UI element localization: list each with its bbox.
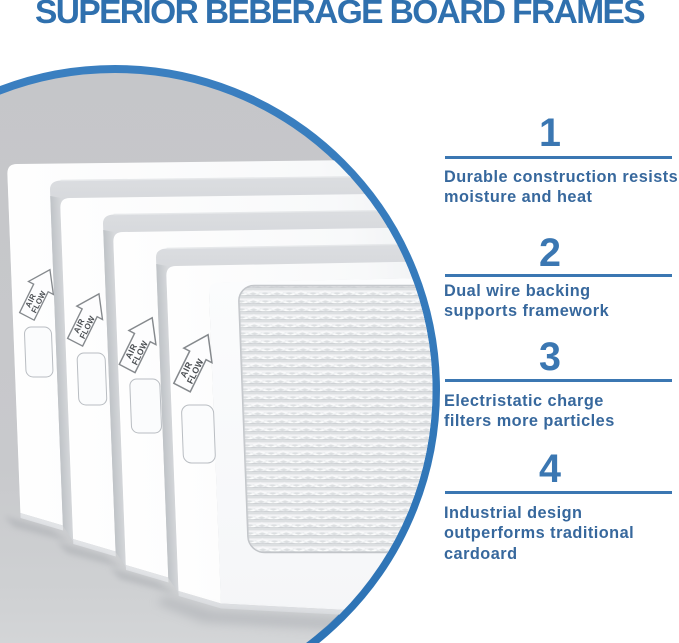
feature-number: 2: [539, 231, 561, 275]
feature-number: 1: [539, 111, 561, 155]
air-flow-arrow-icon: [66, 292, 104, 348]
page-title: SUPERIOR BEBERAGE BOARD FRAMES: [34, 0, 646, 31]
feature-divider: [445, 491, 672, 494]
feature-text: Electristatic charge filters more partic…: [444, 392, 615, 431]
filter-handle-tab: [76, 352, 108, 406]
air-flow-arrow-icon: [118, 316, 157, 374]
filter-handle-tab: [24, 326, 54, 378]
feature-divider: [445, 379, 672, 382]
feature-text: Industrial design outperforms traditiona…: [444, 504, 635, 563]
filter-handle-tab: [129, 378, 162, 434]
filter-handle-tab: [181, 404, 216, 464]
filter-panel-4: AIR FLOW: [166, 261, 433, 621]
air-flow-arrow-icon: [172, 333, 213, 393]
feature-list: 1 Durable construction resists moisture …: [444, 0, 678, 643]
feature-number: 4: [539, 447, 561, 491]
feature-divider: [445, 156, 672, 159]
feature-text: Durable construction resists moisture an…: [444, 168, 679, 207]
air-flow-arrow-icon: [18, 268, 55, 322]
feature-divider: [445, 274, 672, 277]
feature-number: 3: [539, 335, 561, 379]
feature-text: Dual wire backing supports framework: [444, 282, 610, 321]
